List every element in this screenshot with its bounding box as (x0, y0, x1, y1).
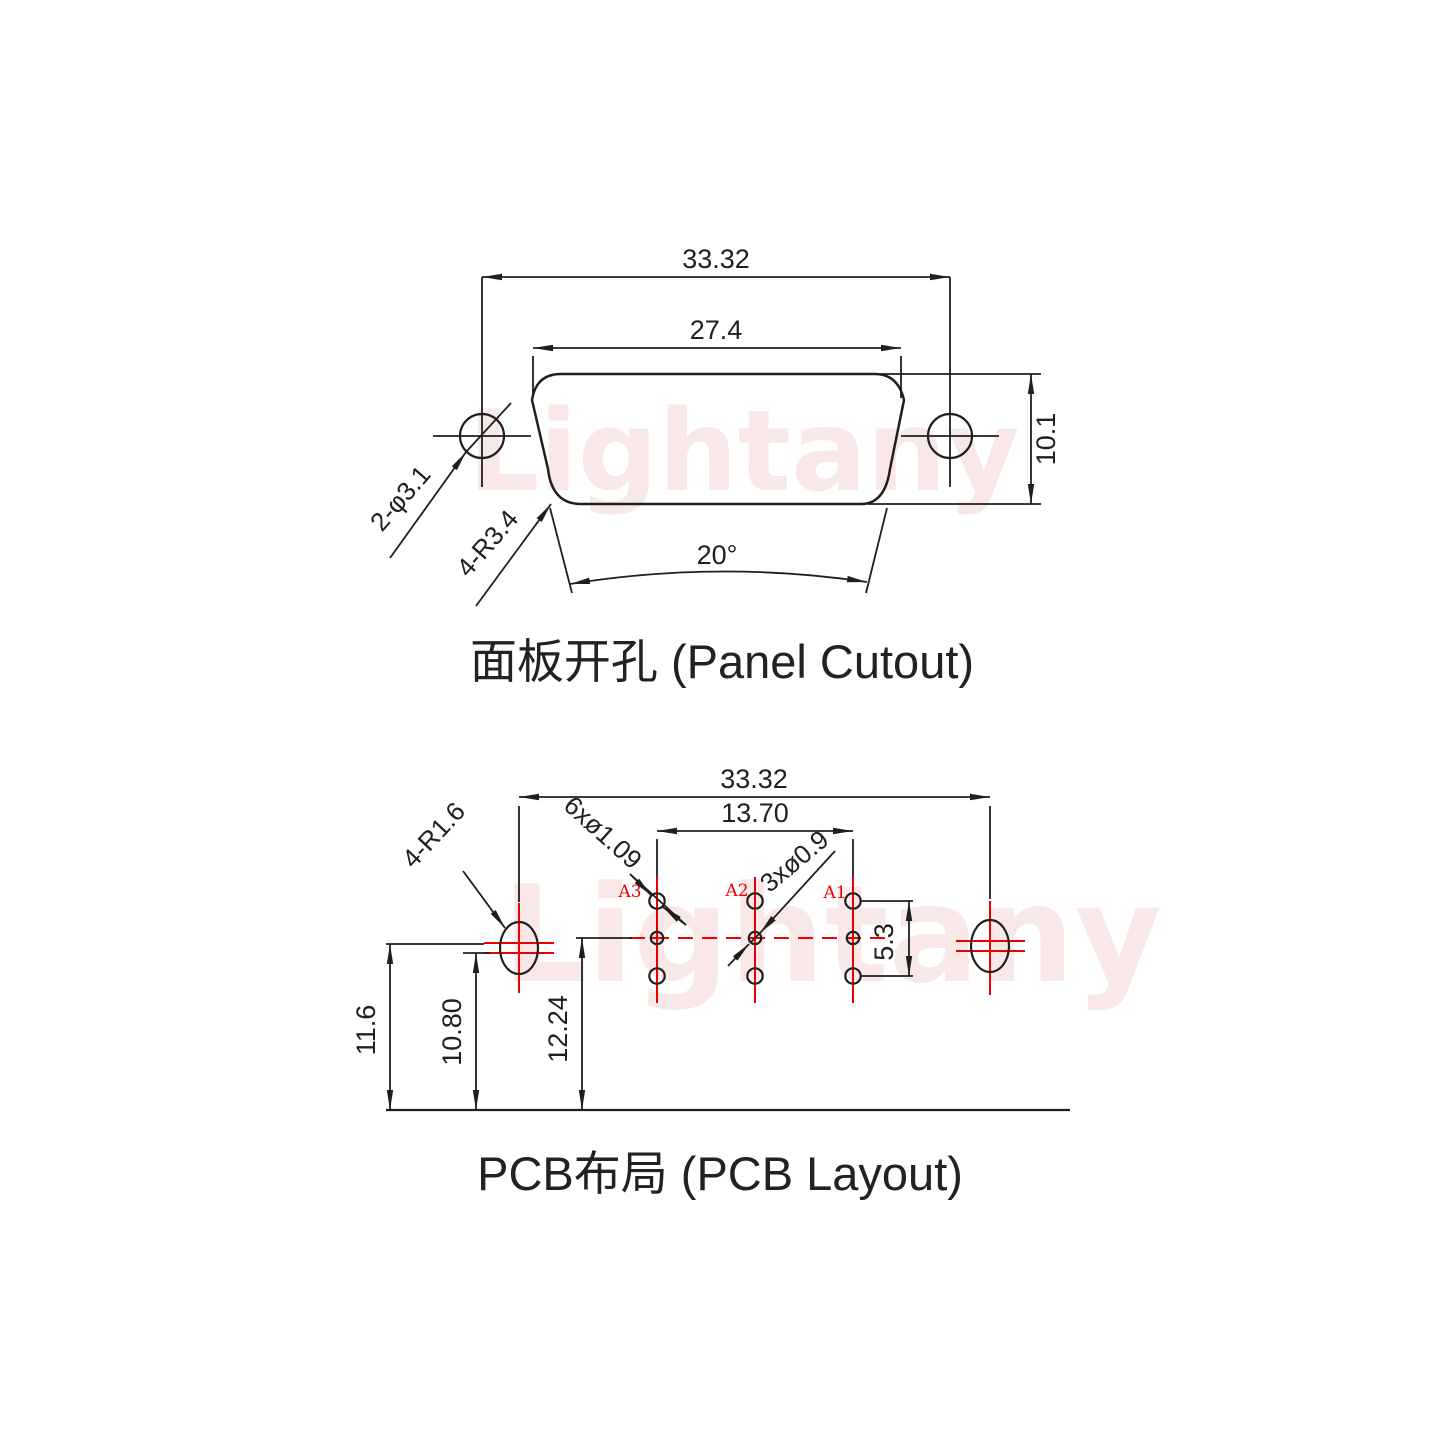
dim-text-pcb-13-70: 13.70 (721, 798, 789, 828)
slot-crosshair-cores (502, 922, 1007, 972)
dim-text-panel-10-1: 10.1 (1031, 413, 1061, 466)
pin-label-a1: A1 (822, 883, 846, 903)
dim-panel-side-angle: 20° (549, 507, 888, 594)
pcb-layout-title: PCB布局 (PCB Layout) (477, 1147, 963, 1200)
dim-pin-row-span: 5.3 (861, 900, 913, 977)
dim-text-pcb-33-32: 33.32 (720, 764, 788, 794)
label-text-4-r1-6: 4-R1.6 (396, 796, 471, 874)
panel-mount-hole-left (433, 412, 531, 460)
panel-cutout-title: 面板开孔 (Panel Cutout) (470, 635, 974, 688)
label-text-3x-0-9: 3xø0.9 (754, 824, 834, 898)
dim-pcb-overall-width: 33.32 (518, 764, 991, 902)
dim-text-5-3: 5.3 (869, 923, 899, 961)
dim-edge-to-slot-lower: 10.80 (437, 952, 490, 1110)
pin-label-a2: A2 (724, 881, 748, 901)
callout-panel-corner-radius: 4-R3.4 (450, 503, 552, 607)
watermark-text-bottom: Lightany (502, 857, 1162, 1013)
panel-cutout-drawing: 33.32 27.4 (364, 244, 1061, 688)
dim-panel-opening-width: 27.4 (532, 315, 902, 398)
dim-text-panel-20deg: 20° (697, 540, 738, 570)
dim-text-11-6: 11.6 (351, 1005, 381, 1056)
dim-text-10-80: 10.80 (437, 998, 467, 1066)
label-text-4-r3-4: 4-R3.4 (450, 504, 524, 583)
dim-text-panel-27-4: 27.4 (690, 315, 743, 345)
pcb-layout-drawing: 33.32 13.70 (351, 764, 1070, 1200)
callout-signal-holes: 6xø1.09 (558, 790, 687, 926)
dim-text-panel-33-32: 33.32 (682, 244, 750, 274)
panel-cutout-body (530, 372, 906, 506)
label-text-2-phi3-1: 2-φ3.1 (364, 460, 437, 537)
pin-holes (648, 892, 862, 985)
dim-text-12-24: 12.24 (543, 995, 573, 1063)
pin-label-a3: A3 (617, 882, 641, 902)
label-text-6x-1-09: 6xø1.09 (558, 790, 648, 875)
watermark-text-top: Lightany (468, 387, 1020, 517)
dim-panel-overall-width: 33.32 (481, 244, 951, 487)
dim-panel-height: 10.1 (868, 373, 1061, 505)
dim-edge-to-pin-center: 12.24 (543, 937, 632, 1110)
panel-mount-hole-right (901, 412, 999, 460)
callout-slot-radius: 4-R1.6 (396, 796, 506, 929)
dim-edge-to-slot-upper: 11.6 (351, 943, 484, 1110)
dim-pcb-pin-group-width: 13.70 (656, 798, 854, 878)
